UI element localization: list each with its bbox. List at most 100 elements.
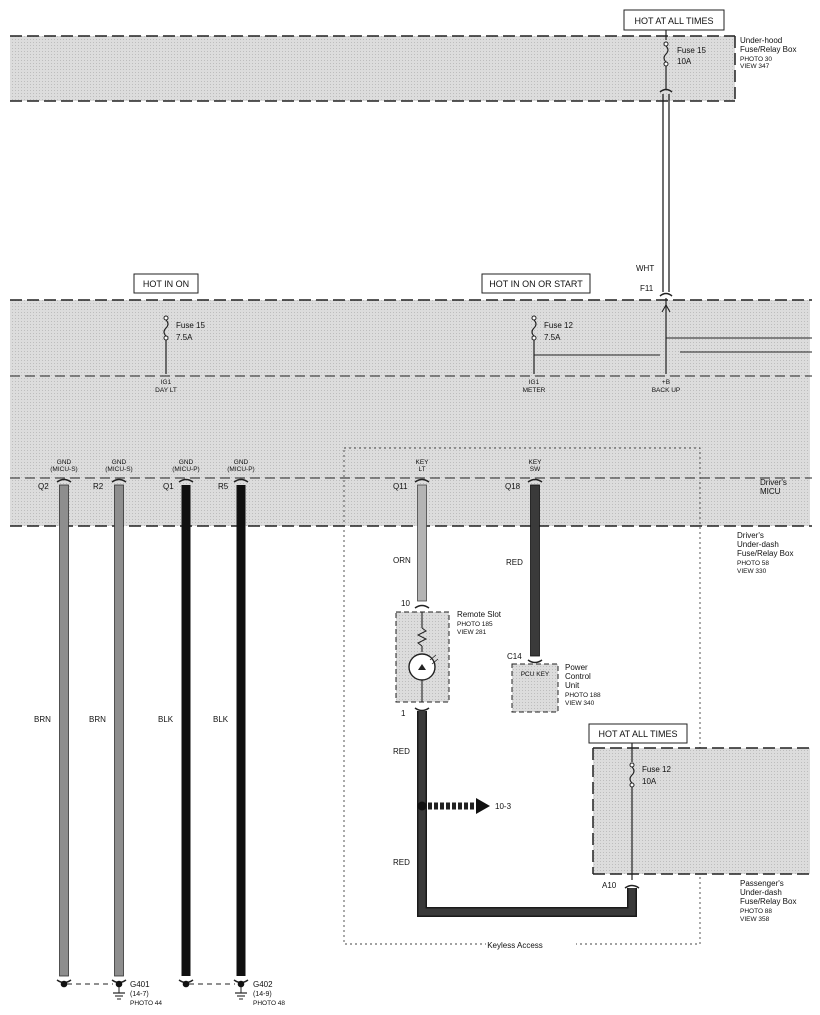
wire-red-slot	[417, 711, 640, 917]
micu-name-2: MICU	[760, 487, 781, 496]
driver-box-photo: PHOTO 58	[737, 560, 769, 567]
pcu-view: VIEW 340	[565, 700, 595, 707]
connector-r5: R5	[218, 482, 229, 491]
passenger-underdash-box	[592, 747, 812, 875]
connector-q18: Q18	[505, 482, 521, 491]
remote-slot-photo: PHOTO 185	[457, 621, 493, 628]
fuse-ig1-meter-rating: 7.5A	[544, 333, 561, 342]
underhood-box-name-2: Fuse/Relay Box	[740, 45, 796, 54]
wire-blk-1	[178, 478, 194, 988]
fuse-underhood-name: Fuse 15	[677, 46, 706, 55]
pin-gnd-micu-s-2-b: (MICU-S)	[105, 466, 132, 473]
fuse-ig1-day-rating: 7.5A	[176, 333, 193, 342]
reference-arrow-label: 10-3	[495, 802, 512, 811]
fuse-underhood: Fuse 15 10A	[663, 41, 706, 90]
wire-brn-1	[56, 478, 72, 988]
fuse-passenger-rating: 10A	[642, 777, 657, 786]
hot-label-underhood-text: HOT AT ALL TIMES	[634, 16, 713, 26]
pcu-photo: PHOTO 188	[565, 692, 601, 699]
pcu-name-2: Control	[565, 672, 591, 681]
remote-slot-view: VIEW 281	[457, 629, 487, 636]
wire-red-lower-label: RED	[393, 858, 410, 867]
reference-arrow: 10-3	[417, 798, 512, 814]
wire-orn-label: ORN	[393, 556, 411, 565]
pin-gnd-micu-p-1-b: (MICU-P)	[172, 466, 199, 473]
wire-blk-2	[233, 478, 249, 988]
connector-q1: Q1	[163, 482, 174, 491]
ground-g401-icon	[113, 987, 125, 1000]
passenger-box-view: VIEW 358	[740, 916, 770, 923]
connector-pin-10: 10	[401, 599, 410, 608]
underhood-box-view: VIEW 347	[740, 63, 770, 70]
wire-red-q18-label: RED	[506, 558, 523, 567]
pcu-key-label: PCU KEY	[521, 671, 550, 678]
wire-red-slot-label: RED	[393, 747, 410, 756]
driver-box-name-3: Fuse/Relay Box	[737, 549, 793, 558]
driver-box-name-2: Under-dash	[737, 540, 779, 549]
pin-gnd-micu-p-1-a: GND	[179, 459, 194, 466]
circuit-ig1-meter-1: IG1	[529, 379, 540, 386]
connector-pin-1: 1	[401, 709, 406, 718]
hot-label-ig-on: HOT IN ON	[133, 273, 199, 294]
fuse-underhood-rating: 10A	[677, 57, 692, 66]
driver-box-view: VIEW 330	[737, 568, 767, 575]
hot-label-ig-on-start-text: HOT IN ON OR START	[489, 279, 583, 289]
pin-gnd-micu-p-2-a: GND	[234, 459, 249, 466]
fuse-underhood-icon	[663, 45, 669, 63]
fuse-ig1-meter-name: Fuse 12	[544, 321, 573, 330]
fuse-ig1-day: Fuse 15 7.5A	[163, 315, 205, 374]
circuit-backup-2: BACK UP	[652, 387, 681, 394]
remote-slot	[395, 611, 450, 703]
fuse-passenger-name: Fuse 12	[642, 765, 671, 774]
connector-c14: C14	[507, 652, 522, 661]
wire-wht-label: WHT	[636, 264, 654, 273]
ground-g402-name: G402	[253, 980, 273, 989]
hot-label-ig-on-text: HOT IN ON	[143, 279, 189, 289]
ground-g402-icon	[235, 987, 247, 1000]
connector-f11: F11	[640, 284, 654, 293]
pin-gnd-micu-s-1-b: (MICU-S)	[50, 466, 77, 473]
wire-orn	[414, 478, 430, 602]
passenger-box-photo: PHOTO 88	[740, 908, 772, 915]
circuit-backup-1: +B	[662, 379, 670, 386]
underhood-fuse-box	[10, 35, 736, 102]
connector-a10: A10	[602, 881, 617, 890]
pin-gnd-micu-s-1-a: GND	[57, 459, 72, 466]
pin-key-sw-b: SW	[530, 466, 541, 473]
fuse-ig1-meter: Fuse 12 7.5A	[531, 315, 660, 374]
passenger-box-name-3: Fuse/Relay Box	[740, 897, 796, 906]
wire-brn-2-label: BRN	[89, 715, 106, 724]
pin-key-lt-a: KEY	[415, 459, 429, 466]
pin-gnd-micu-p-2-b: (MICU-P)	[227, 466, 254, 473]
connector-q11: Q11	[393, 482, 408, 491]
passenger-box-name-1: Passenger's	[740, 879, 784, 888]
hot-label-passenger-text: HOT AT ALL TIMES	[598, 729, 677, 739]
keyless-access-boundary: Keyless Access	[343, 447, 701, 950]
pin-key-sw-a: KEY	[528, 459, 542, 466]
circuit-ig1-day-2: DAY LT	[155, 387, 177, 394]
wire-blk-2-label: BLK	[213, 715, 229, 724]
fuse-passenger: Fuse 12 10A	[629, 762, 671, 880]
connector-q2: Q2	[38, 482, 49, 491]
driver-box-name-1: Driver's	[737, 531, 764, 540]
pcu-name-1: Power	[565, 663, 588, 672]
wire-wht	[662, 94, 670, 292]
wire-red-q18	[527, 478, 543, 664]
ground-g402-photo: PHOTO 48	[253, 1000, 285, 1007]
pcu-name-3: Unit	[565, 681, 580, 690]
fuse-ig1-day-name: Fuse 15	[176, 321, 205, 330]
pin-gnd-micu-s-2-a: GND	[112, 459, 127, 466]
arrow-right-icon	[476, 798, 490, 814]
keyless-access-label: Keyless Access	[487, 941, 543, 950]
pcu-box: PCU KEY	[511, 663, 559, 713]
wire-brn-1-label: BRN	[34, 715, 51, 724]
ground-g401-name: G401	[130, 980, 150, 989]
underhood-box-photo: PHOTO 30	[740, 56, 772, 63]
fuse-passenger-icon	[629, 766, 635, 784]
pin-key-lt-b: LT	[418, 466, 425, 473]
ground-g402-ref: (14-9)	[253, 991, 272, 998]
underhood-box-name-1: Under-hood	[740, 36, 782, 45]
fuse-ig1-meter-icon	[531, 319, 537, 337]
circuit-ig1-meter-2: METER	[523, 387, 546, 394]
